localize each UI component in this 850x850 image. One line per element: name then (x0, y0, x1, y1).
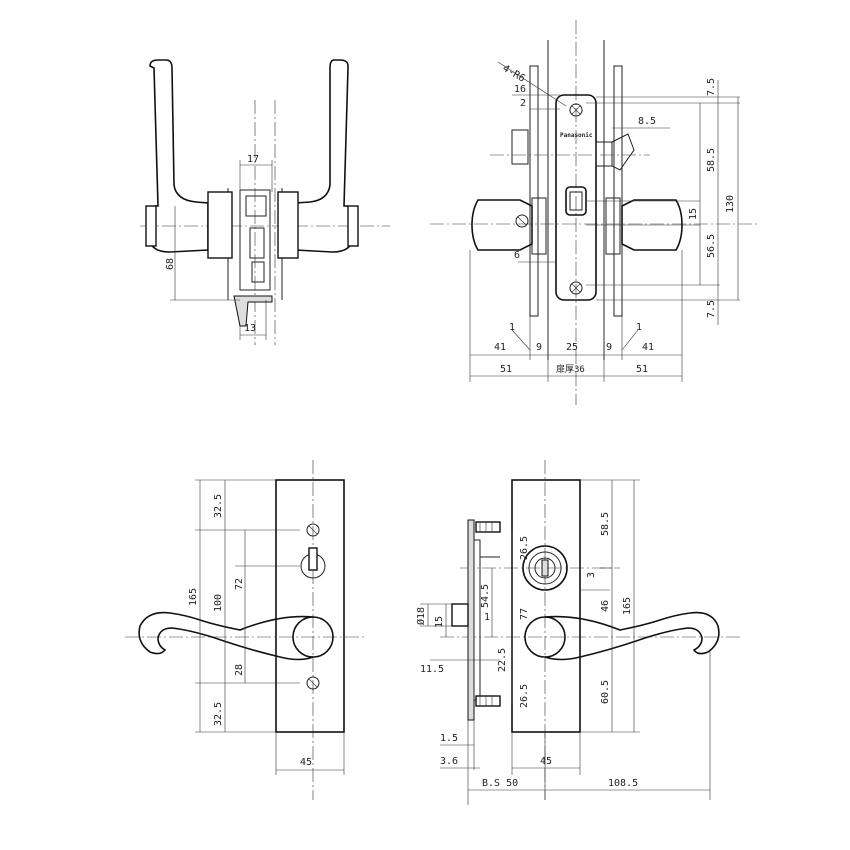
dim-15-right: 15 (434, 616, 445, 628)
right-knob-body (621, 199, 683, 251)
right-rose (347, 205, 359, 247)
dim-2: 2 (520, 98, 526, 109)
lever-handle-right (544, 611, 720, 661)
dim-46: 46 (600, 600, 611, 612)
lever-handle-left (138, 611, 314, 661)
dim-1-left: 1 (509, 322, 515, 333)
dim-165-left: 165 (188, 588, 199, 606)
latch-boss (451, 603, 469, 627)
dim-1-right: 1 (636, 322, 642, 333)
dim-45-left: 45 (300, 757, 312, 768)
dim-7-5-bottom: 7.5 (706, 300, 717, 318)
left-cylinder-stub (511, 129, 529, 165)
dim-58-5-right: 58.5 (600, 512, 611, 536)
front-plate-edge (467, 519, 475, 721)
dim-32-5-top: 32.5 (213, 494, 224, 518)
dim-45-right: 45 (540, 756, 552, 767)
right-lever-handle (295, 59, 353, 253)
dim-22-5: 22.5 (497, 648, 508, 672)
dim-13: 13 (244, 323, 256, 334)
plate-front-view: 32.5 165 100 72 28 32.5 45 (125, 460, 365, 800)
dim-28: 28 (234, 664, 245, 676)
dim-backset-50: B.S 50 (482, 778, 518, 789)
dim-8-5: 8.5 (638, 116, 656, 127)
dim-56-5: 56.5 (706, 234, 717, 258)
dim-dia-18: Ø18 (415, 607, 427, 625)
dim-72: 72 (234, 578, 245, 590)
dim-68: 68 (165, 258, 176, 270)
dim-16: 16 (514, 84, 526, 95)
left-knob-body (471, 199, 533, 251)
dim-11-5: 11.5 (420, 664, 444, 675)
key-cylinder (522, 545, 568, 591)
dim-60-5: 60.5 (600, 680, 611, 704)
front-plate (555, 94, 597, 301)
brand-label: Panasonic (560, 132, 593, 139)
dim-51-right: 51 (636, 364, 648, 375)
dim-9-right: 9 (606, 342, 612, 353)
dim-3: 3 (586, 572, 597, 578)
dim-32-5-bottom: 32.5 (213, 702, 224, 726)
dim-4-r6: 4-R6 (501, 63, 527, 85)
dim-17: 17 (247, 154, 259, 165)
dim-41-right: 41 (642, 342, 654, 353)
left-lever-handle (149, 59, 209, 253)
dim-7-5-top: 7.5 (706, 78, 717, 96)
dim-58-5: 58.5 (706, 148, 717, 172)
dim-130: 130 (725, 195, 736, 213)
front-view: Panasonic 7.5 58.5 130 15 56.5 7.5 (430, 20, 760, 405)
top-screw (475, 521, 501, 533)
right-escutcheon (277, 191, 299, 259)
dim-26-5-bottom: 26.5 (519, 684, 530, 708)
escutcheon-plate (275, 479, 345, 733)
dim-1-right-view: 1 (484, 612, 490, 623)
plate-cylinder-view: Ø18 15 1 54.5 26.5 77 22.5 11.5 26.5 3 5… (415, 460, 740, 805)
dim-1-5: 1.5 (440, 733, 458, 744)
dim-15: 15 (688, 208, 699, 220)
dim-54-5: 54.5 (480, 584, 491, 608)
left-rose (145, 205, 157, 247)
dim-door-thickness: 扉厚36 (556, 363, 585, 375)
dim-25: 25 (566, 342, 578, 353)
dim-108-5: 108.5 (608, 778, 638, 789)
dim-6: 6 (514, 250, 520, 261)
dim-51-left: 51 (500, 364, 512, 375)
left-escutcheon (207, 191, 233, 259)
side-view: 17 68 13 (140, 59, 390, 345)
dim-26-5-top: 26.5 (519, 536, 530, 560)
dim-3-6: 3.6 (440, 756, 458, 767)
bottom-screw (475, 695, 501, 707)
dim-9-left: 9 (536, 342, 542, 353)
dim-100: 100 (213, 594, 224, 612)
dim-41-left: 41 (494, 342, 506, 353)
dim-165-right: 165 (622, 597, 633, 615)
dim-77: 77 (519, 608, 530, 620)
